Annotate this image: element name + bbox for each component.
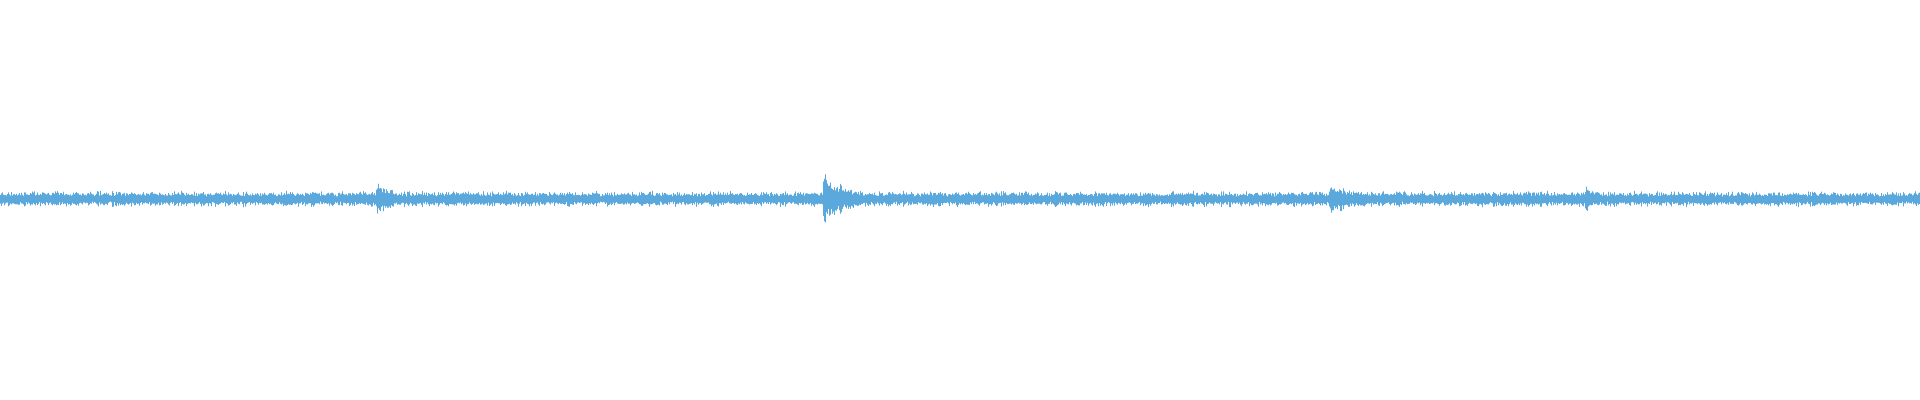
waveform-trace bbox=[0, 174, 1920, 223]
